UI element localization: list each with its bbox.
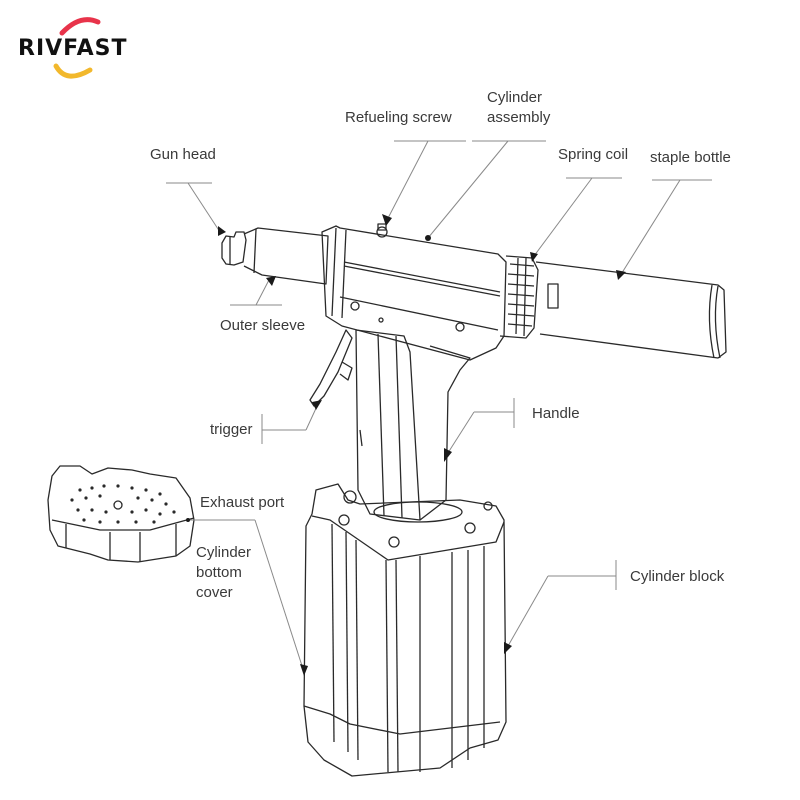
label-cylinder-bottom-cover-line1: Cylinder [196,544,252,561]
leader-arrowheads [186,214,626,676]
label-trigger: trigger [210,421,253,438]
cylinder-block-part [303,483,507,777]
trigger-part [309,329,353,407]
label-outer-sleeve: Outer sleeve [220,317,306,334]
label-cylinder-bottom-cover-line3: cover [196,584,233,601]
label-cylinder-block: Cylinder block [630,568,725,585]
label-cylinder-bottom-cover-line2: bottom [196,564,242,581]
label-refueling-screw: Refueling screw [345,109,452,126]
cylinder-bottom-cover-part [47,465,195,563]
handle-part [355,317,471,521]
outer-sleeve-part [243,227,329,285]
label-exhaust-port: Exhaust port [200,494,285,511]
cylinder-assembly-part [321,223,507,361]
label-spring-coil: Spring coil [558,146,629,163]
gun-head-part [221,231,247,266]
bottom-cover-holes [70,484,176,524]
label-handle: Handle [532,405,580,422]
label-cylinder-assembly-line2: assembly [487,109,551,126]
label-cylinder-assembly-line1: Cylinder [487,89,543,106]
staple-bottle-part [535,261,727,359]
spring-coil-part [499,255,539,339]
label-gun-head: Gun head [150,146,216,163]
brand-name: RIVFAST [18,36,128,61]
leader-lines [166,140,712,673]
logo-arcs-icon [53,17,101,79]
label-staple-bottle: staple bottle [650,149,731,166]
